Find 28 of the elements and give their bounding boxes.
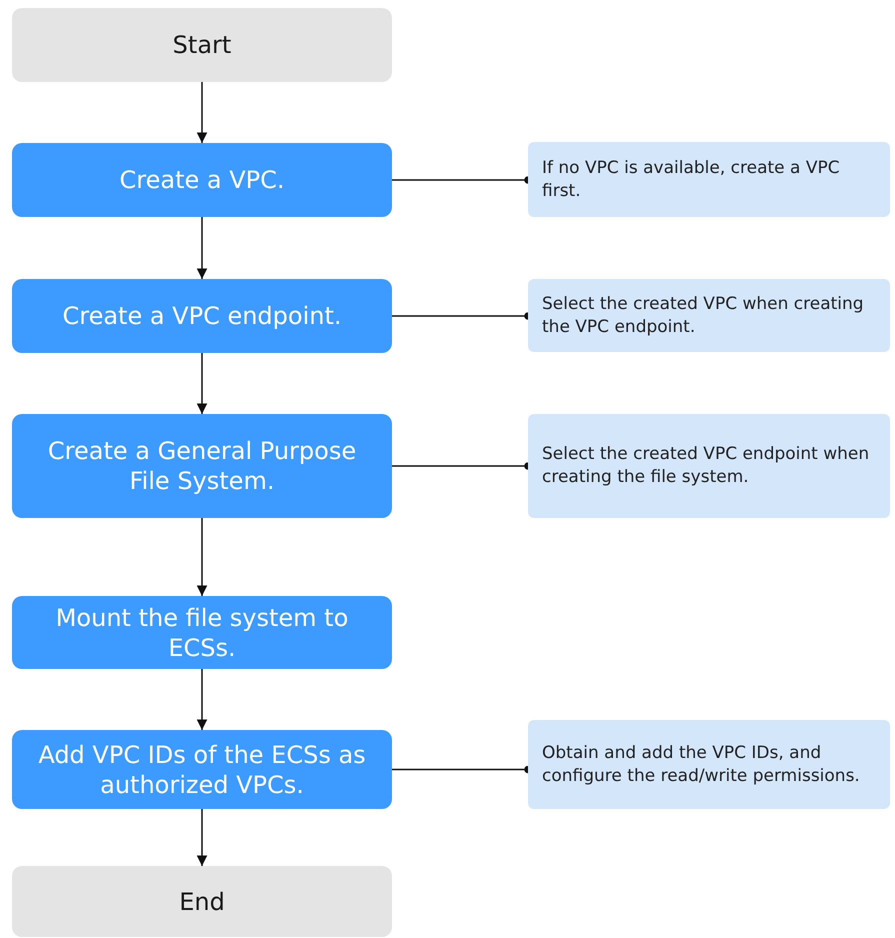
step-label: Mount the file system to ECSs. <box>54 602 350 662</box>
terminal-box <box>12 866 392 937</box>
note-text: Select the created VPC when creating the VPC endpoint. <box>542 292 865 338</box>
terminal-box <box>12 8 392 82</box>
step-label: Create a General Purpose File System. <box>46 436 358 496</box>
step-label: Create a VPC. <box>120 165 284 195</box>
note-box <box>528 279 890 352</box>
step-label: Start <box>172 30 232 60</box>
note-box <box>528 720 890 809</box>
note-box <box>528 142 890 217</box>
step-label: End <box>179 886 225 916</box>
connector-arrow <box>196 809 208 866</box>
connector-arrow <box>196 669 208 730</box>
connector-arrow <box>196 217 208 279</box>
process-box <box>12 414 392 518</box>
connector-arrow <box>196 82 208 143</box>
note-text: If no VPC is available, create a VPC first. <box>542 156 841 202</box>
process-box <box>12 730 392 809</box>
note-text: Select the created VPC endpoint when creating the file system. <box>542 443 870 489</box>
note-box <box>528 414 890 518</box>
process-box <box>12 596 392 669</box>
note-text: Obtain and add the VPC IDs, and configure the read/write permissions. <box>542 742 861 788</box>
process-box <box>12 143 392 217</box>
step-label: Create a VPC endpoint. <box>62 301 342 331</box>
process-box <box>12 279 392 353</box>
step-label: Add VPC IDs of the ECSs as authorized VPCs. <box>37 740 367 800</box>
connector-arrow <box>196 353 208 414</box>
connector-arrow <box>196 518 208 596</box>
